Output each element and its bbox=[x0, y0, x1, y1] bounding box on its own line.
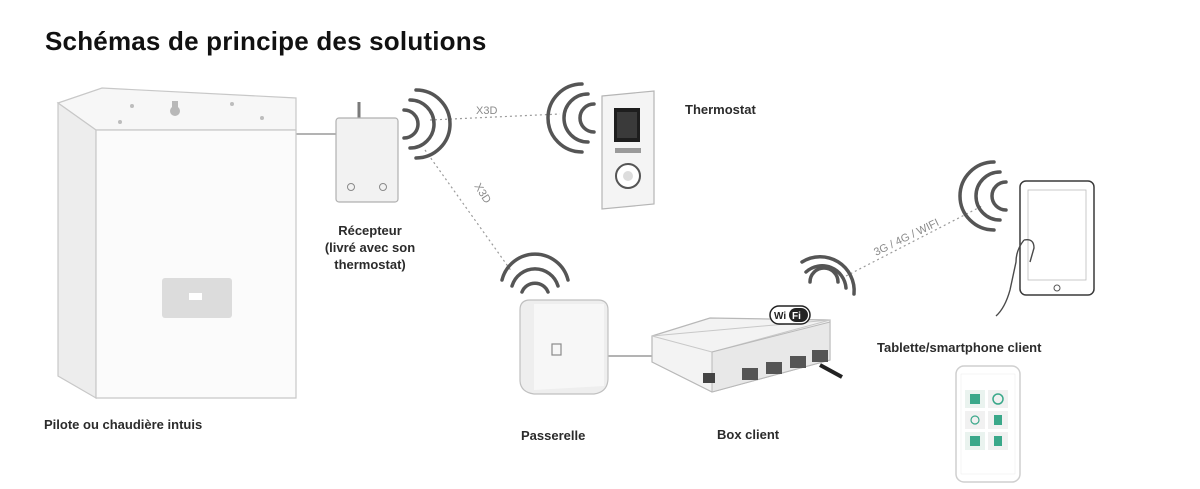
x3d-label-diag: X3D bbox=[471, 181, 493, 206]
recepteur-illustration bbox=[335, 102, 399, 203]
chaudiere-illustration bbox=[56, 87, 297, 400]
tablette-illustration bbox=[995, 180, 1095, 317]
label-box: Box client bbox=[717, 427, 780, 442]
x3d-link-thermostat bbox=[429, 113, 561, 121]
x3d-label-top: X3D bbox=[476, 105, 497, 117]
label-recepteur-line2: (livré avec son bbox=[324, 240, 416, 255]
passerelle-illustration bbox=[519, 299, 609, 395]
smartphone-illustration bbox=[955, 365, 1021, 483]
label-recepteur: Récepteur (livré avec son thermostat) bbox=[300, 222, 440, 273]
label-tablette: Tablette/smartphone client bbox=[877, 340, 1042, 355]
box-client-illustration bbox=[651, 317, 843, 393]
svg-text:Fi: Fi bbox=[792, 311, 801, 322]
signal-tablette-icon bbox=[958, 160, 1008, 232]
signal-box-icon bbox=[800, 255, 856, 296]
label-recepteur-line3: thermostat) bbox=[334, 257, 406, 272]
label-recepteur-line1: Récepteur bbox=[338, 223, 402, 238]
thermostat-illustration bbox=[601, 90, 655, 210]
page-title: Schémas de principe des solutions bbox=[45, 26, 487, 56]
label-thermostat: Thermostat bbox=[685, 102, 756, 117]
label-chaudiere: Pilote ou chaudière intuis bbox=[44, 417, 203, 432]
mobile-link-label: 3G / 4G / WIFI bbox=[872, 217, 941, 259]
wifi-badge-icon: Wi Fi bbox=[769, 305, 811, 325]
mobile-link-line bbox=[845, 205, 983, 277]
svg-text:Wi: Wi bbox=[774, 311, 786, 322]
signal-thermostat-icon bbox=[546, 82, 596, 154]
signal-passerelle-icon bbox=[500, 252, 570, 294]
signal-recepteur-icon bbox=[402, 88, 452, 160]
label-passerelle: Passerelle bbox=[521, 428, 586, 443]
